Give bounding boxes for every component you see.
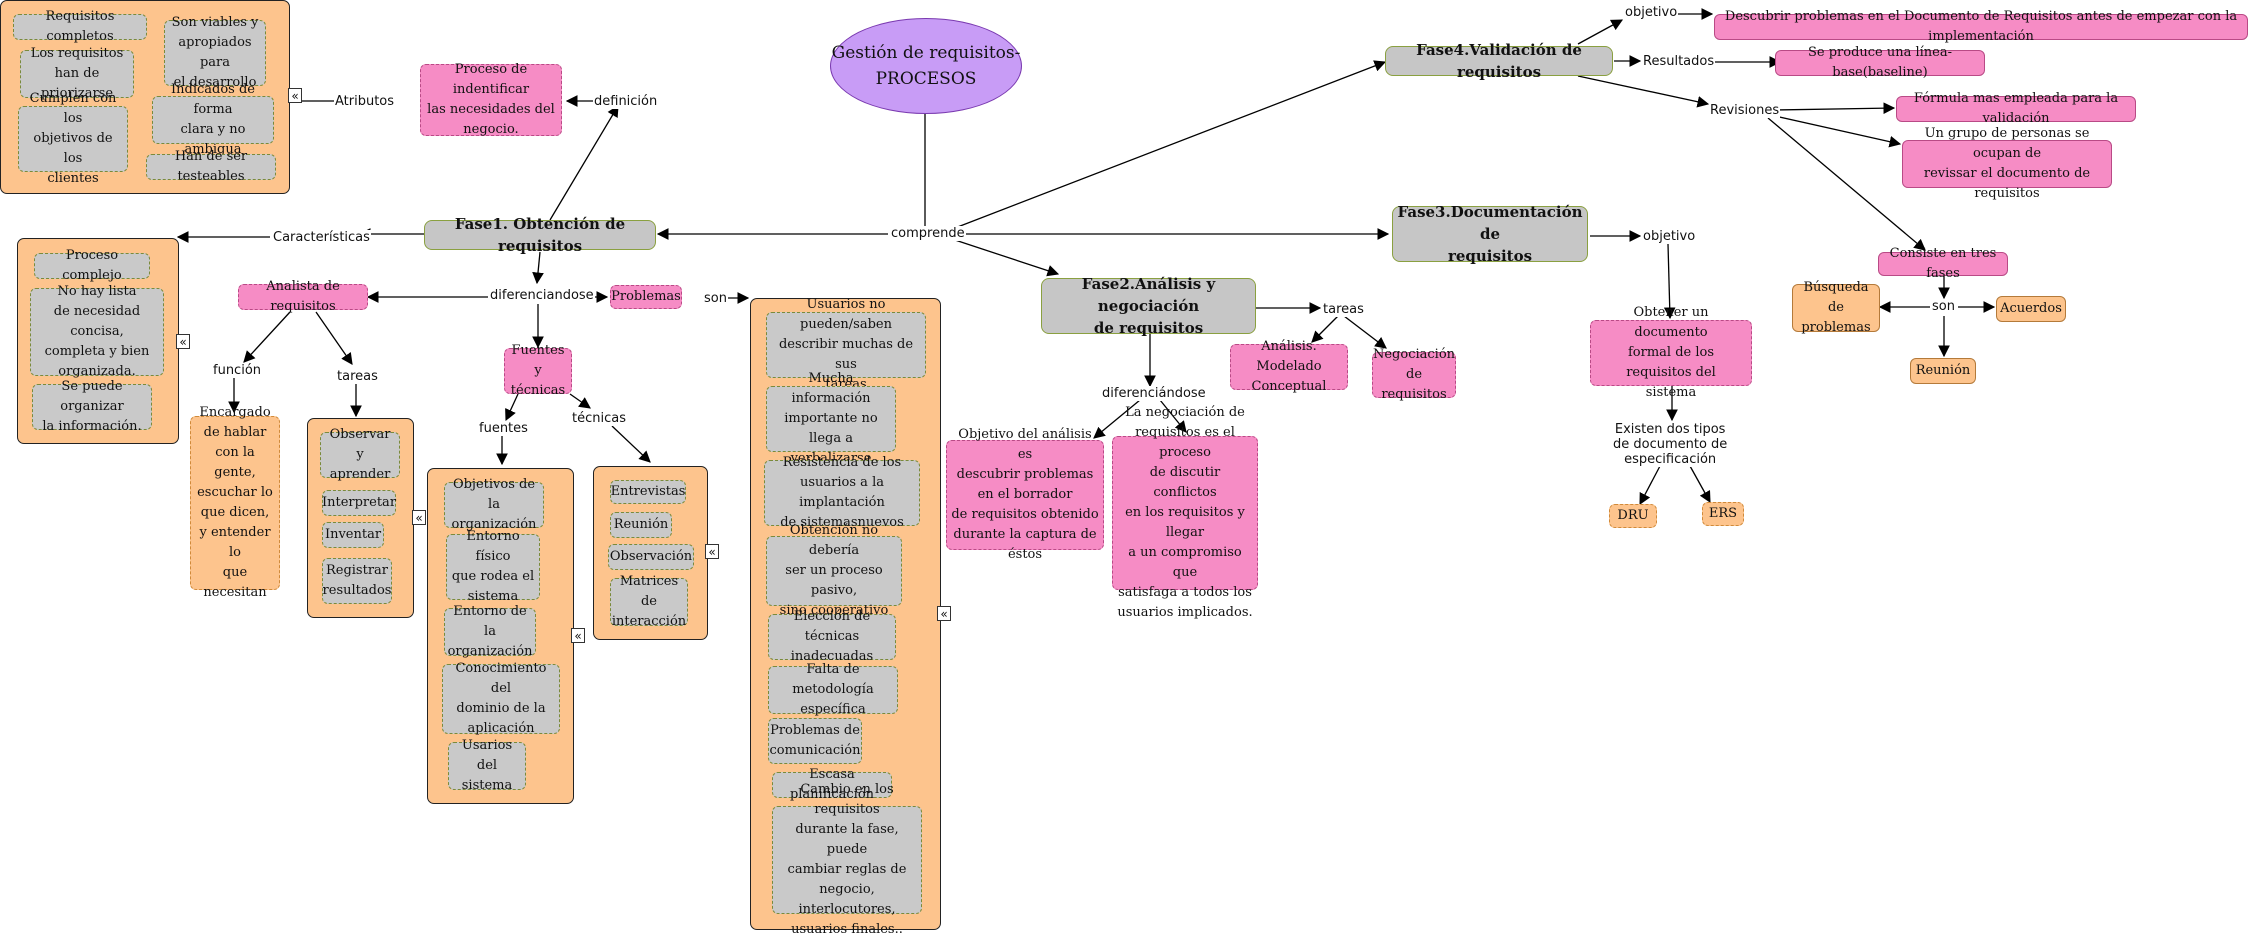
atributo-item[interactable]: Han de ser testeables [146, 149, 276, 184]
analista-node[interactable]: Analista de requisitos [238, 279, 368, 314]
problema-item[interactable]: Elección de técnicas inadecuadas [768, 609, 896, 664]
link-atributos: Atributos [334, 94, 396, 109]
link-objetivo-f3: objetivo [1642, 229, 1697, 244]
link-resultados: Resultados [1642, 54, 1716, 69]
link-funcion: función [212, 363, 263, 378]
problema-item[interactable]: Obtención no debería ser un proceso pasi… [766, 523, 902, 618]
fuente-item[interactable]: Objetivos de la organización [444, 477, 544, 532]
link-son-f4: son [1931, 299, 1956, 314]
link-comprende: comprende [890, 226, 966, 241]
formula-node[interactable]: Fórmula mas empleada para la validación [1896, 91, 2136, 126]
tecnica-item[interactable]: Reunión [610, 512, 672, 538]
tres-fases-node[interactable]: Consiste en tres fases [1878, 246, 2008, 281]
fuente-item[interactable]: Usarios del sistema [448, 738, 526, 793]
dru-node[interactable]: DRU [1609, 504, 1657, 528]
collapse-icon[interactable]: « [176, 334, 190, 349]
atributo-item[interactable]: Cumplen con los objetivos de los cliente… [18, 91, 128, 186]
phase-4-validacion[interactable]: Fase4.Validación de requisitos [1385, 41, 1613, 81]
collapse-icon[interactable]: « [571, 628, 585, 643]
objetivo-documento-node[interactable]: Obtener un documento formal de los requi… [1590, 305, 1752, 400]
definicion-node[interactable]: Proceso de indentificar las necesidades … [420, 62, 562, 137]
link-revisiones: Revisiones [1709, 103, 1781, 118]
negociacion-node[interactable]: La negociación de requisitos es el proce… [1112, 405, 1258, 620]
root-topic[interactable]: Gestión de requisitos- PROCESOS [830, 18, 1022, 114]
atributo-item[interactable]: Los requisitos han de priorizarse [20, 46, 134, 101]
tarea-item[interactable]: Interpretar [322, 490, 396, 516]
problemas-node[interactable]: Problemas [610, 285, 682, 309]
link-objetivo-f4: objetivo [1624, 5, 1679, 20]
fuentes-tecnicas-node[interactable]: Fuentes y técnicas [504, 343, 572, 398]
problema-item[interactable]: Mucha información importante no llega a … [766, 371, 896, 466]
problema-item[interactable]: Falta de metodología específica [768, 662, 898, 717]
tarea-item[interactable]: Observar y aprender [320, 427, 400, 482]
tarea-analisis-modelado[interactable]: Análisis. Modelado Conceptual [1230, 339, 1348, 394]
ers-node[interactable]: ERS [1702, 502, 1744, 526]
phase-1-obtencion[interactable]: Fase1. Obtención de requisitos [424, 215, 656, 255]
caracteristica-item[interactable]: No hay lista de necesidad concisa, compl… [30, 284, 164, 379]
problema-item[interactable]: Problemas de comunicación [768, 718, 862, 764]
link-tareas: tareas [336, 369, 379, 384]
fuente-item[interactable]: Entorno físico que rodea el sistema [446, 529, 540, 604]
link-diferenciandose-f2: diferenciándose [1101, 386, 1207, 401]
link-tareas-f2: tareas [1322, 302, 1365, 317]
resultados-node[interactable]: Se produce una línea-base(baseline) [1775, 45, 1985, 80]
reunion-node[interactable]: Reunión [1910, 358, 1976, 384]
funcion-node[interactable]: Encargado de hablar con la gente, escuch… [190, 405, 280, 600]
link-caracteristicas: Características [272, 230, 371, 245]
link-son: son [703, 291, 728, 306]
collapse-icon[interactable]: « [288, 88, 302, 103]
atributo-item[interactable]: Son viables y apropiados para el desarro… [164, 15, 266, 90]
caracteristica-item[interactable]: Se puede organizar la información. [32, 379, 152, 434]
phase-3-documentacion[interactable]: Fase3.Documentación de requisitos [1392, 203, 1588, 265]
caracteristica-item[interactable]: Proceso complejo [34, 248, 150, 283]
grupo-revision-node[interactable]: Un grupo de personas se ocupan de reviss… [1902, 126, 2112, 201]
fuente-item[interactable]: Entorno de la organización [444, 604, 536, 659]
atributo-item[interactable]: Requisitos completos [13, 9, 147, 44]
tarea-negociacion[interactable]: Negociación de requisitos [1372, 347, 1456, 402]
tarea-item[interactable]: Inventar [322, 522, 384, 548]
collapse-icon[interactable]: « [412, 510, 426, 525]
link-diferenciandose: diferenciandose [489, 288, 595, 303]
tecnica-item[interactable]: Entrevistas [610, 480, 686, 504]
link-fuentes: fuentes [478, 421, 529, 436]
objetivo-analisis-node[interactable]: Objetivo del análisis es descubrir probl… [946, 427, 1104, 562]
link-existen-tipos: Existen dos tipos de documento de especi… [1612, 422, 1729, 467]
link-definicion: definición [593, 94, 659, 109]
tecnica-item[interactable]: Matrices de interacción [610, 574, 688, 629]
collapse-icon[interactable]: « [937, 606, 951, 621]
acuerdos-node[interactable]: Acuerdos [1996, 296, 2066, 322]
busqueda-problemas-node[interactable]: Búsqueda de problemas [1792, 280, 1880, 335]
objetivo-validacion-node[interactable]: Descubrir problemas en el Documento de R… [1714, 9, 2248, 44]
tecnica-item[interactable]: Observación [608, 544, 694, 570]
problema-item[interactable]: Cambio en los requisitos durante la fase… [772, 782, 922, 937]
tarea-item[interactable]: Registrar resultados [322, 558, 392, 604]
link-tecnicas: técnicas [571, 411, 627, 426]
phase-2-analisis[interactable]: Fase2.Análisis y negociación de requisit… [1041, 275, 1256, 337]
atributo-item[interactable]: Indicados de forma clara y no ambigua [152, 82, 274, 157]
fuente-item[interactable]: Conocimiento del dominio de la aplicació… [442, 661, 560, 736]
problema-item[interactable]: Resistencia de los usuarios a la implant… [764, 455, 920, 530]
collapse-icon[interactable]: « [705, 544, 719, 559]
